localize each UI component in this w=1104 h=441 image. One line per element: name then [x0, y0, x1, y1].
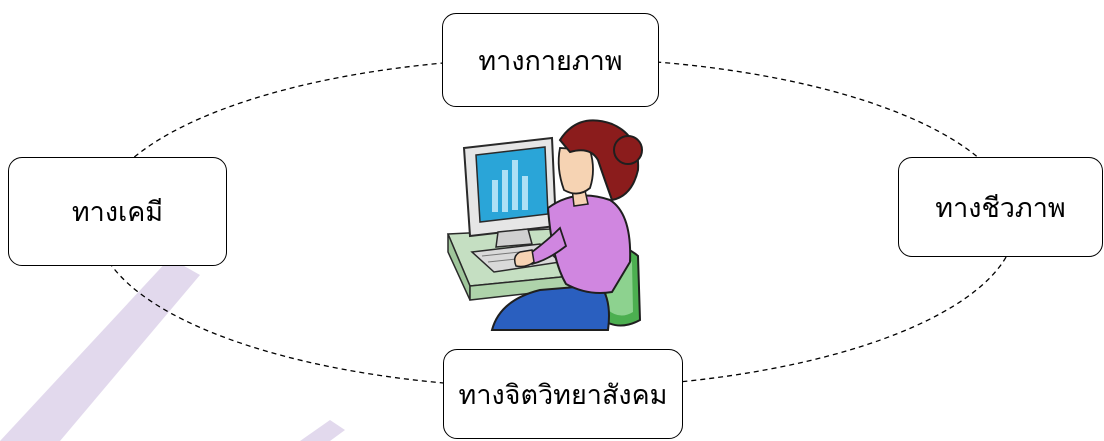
woman-at-computer-icon [446, 119, 643, 331]
watermark-shape [0, 258, 345, 441]
node-physical: ทางกายภาพ [442, 13, 659, 107]
node-biological: ทางชีวภาพ [898, 157, 1103, 257]
node-psychosocial: ทางจิตวิทยาสังคม [443, 349, 683, 439]
node-biological-label: ทางชีวภาพ [935, 192, 1066, 224]
node-chemical-label: ทางเคมี [71, 197, 164, 228]
node-physical-label: ทางกายภาพ [478, 45, 623, 77]
node-psychosocial-label: ทางจิตวิทยาสังคม [458, 379, 668, 411]
node-chemical: ทางเคมี [8, 157, 227, 266]
